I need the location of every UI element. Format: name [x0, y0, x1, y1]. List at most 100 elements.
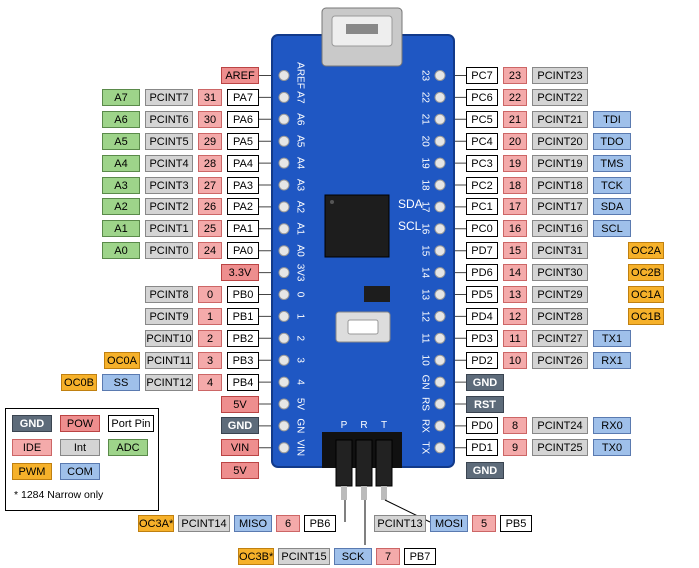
left-label-pb1-0: PCINT9: [145, 307, 193, 325]
left-label-pb2-0: PCINT10: [145, 329, 193, 347]
header-pin: [278, 91, 290, 103]
right-label-pd1-1: 9: [503, 439, 527, 457]
left-label-pa7-3: PA7: [227, 88, 259, 106]
bottom-row1-left-2: MISO: [234, 515, 272, 532]
mcu-chip: [324, 194, 390, 258]
header-pin: [278, 376, 290, 388]
header-pin: [278, 223, 290, 235]
silk-right-label-11: 12: [419, 311, 430, 323]
right-label-pc4-2: PCINT20: [532, 132, 588, 150]
bottom-row2-0: OC3B*: [238, 548, 274, 565]
silk-scl: SCL: [398, 219, 422, 233]
right-label-pc3-3: TMS: [593, 154, 631, 172]
bottom-row1-right-3: PB5: [500, 515, 532, 532]
silk-icsp-1: R: [360, 420, 367, 431]
bottom-row2-4: PB7: [404, 548, 436, 565]
silk-sda: SDA: [398, 197, 423, 211]
right-label-pc5-1: 21: [503, 110, 527, 128]
silk-left-label-15: 5V: [294, 398, 305, 411]
left-label-pb2-2: PB2: [227, 329, 259, 347]
left-label-pa1-3: PA1: [227, 220, 259, 238]
right-label-pd6-1: 14: [503, 264, 527, 282]
header-pins: [278, 70, 446, 454]
left-label-pa3-0: A3: [102, 176, 140, 194]
left-label-pb0-0: PCINT8: [145, 286, 193, 303]
silk-left-label-3: A5: [294, 135, 305, 148]
header-pin: [434, 245, 446, 257]
left-label-vin-0: VIN: [221, 439, 259, 457]
header-pin: [434, 354, 446, 366]
silk-left-label-5: A3: [294, 179, 305, 192]
bottom-row1-left-0: OC3A*: [138, 515, 174, 532]
right-label-pc3-1: 19: [503, 154, 527, 172]
silk-right-label-15: RS: [419, 397, 430, 411]
left-label-pa4-2: 28: [198, 154, 222, 172]
legend-item-com: COM: [60, 463, 100, 480]
right-label-pd2-0: PD2: [466, 351, 498, 369]
silk-left-label-9: 3V3: [294, 264, 305, 282]
right-label-pd1-3: TX0: [593, 439, 631, 457]
right-label-pc4-0: PC4: [466, 132, 498, 150]
bottom-row2-1: PCINT15: [278, 548, 330, 565]
right-label-pc7-1: 23: [503, 67, 527, 84]
header-pin: [278, 442, 290, 454]
right-label-pc3-2: PCINT19: [532, 154, 588, 172]
header-pin: [434, 201, 446, 213]
bottom-row1-left-3: 6: [276, 515, 300, 532]
header-pin: [278, 179, 290, 191]
silk-icsp-2: T: [381, 420, 387, 431]
bottom-row1-right-0: PCINT13: [374, 515, 426, 532]
right-label-pc0-0: PC0: [466, 220, 498, 238]
silk-left-label-1: A7: [294, 91, 305, 104]
reset-button: [335, 311, 391, 343]
right-label-pc2-2: PCINT18: [532, 176, 588, 194]
right-label-pd1-0: PD1: [466, 439, 498, 457]
left-label-pa6-2: 30: [198, 110, 222, 128]
right-label-pd7-1: 15: [503, 242, 527, 260]
left-label-pb1-1: 1: [198, 307, 222, 325]
right-label-pc1-1: 17: [503, 198, 527, 216]
regulator: [364, 286, 390, 302]
header-pin: [278, 332, 290, 344]
right-label-pd0-3: RX0: [593, 417, 631, 435]
right-label-pc5-0: PC5: [466, 110, 498, 128]
header-pin: [434, 91, 446, 103]
header-pin: [278, 289, 290, 300]
header-pin: [434, 398, 446, 410]
left-label-pb3-1: PCINT11: [145, 351, 193, 369]
legend-item-num: IDE: [12, 439, 52, 456]
silk-right-label-2: 21: [419, 114, 430, 126]
right-label-pd0-2: PCINT24: [532, 417, 588, 435]
right-label-pc0-3: SCL: [593, 220, 631, 238]
right-label-pd6-0: PD6: [466, 264, 498, 282]
left-label-pa1-2: 25: [198, 220, 222, 238]
right-label-pc1-3: SDA: [593, 198, 631, 216]
right-label-pc4-3: TDO: [593, 132, 631, 150]
right-label-pc1-0: PC1: [466, 198, 498, 216]
left-label-pa6-1: PCINT6: [145, 110, 193, 128]
right-label-pd3-0: PD3: [466, 329, 498, 347]
header-pin: [278, 267, 290, 279]
silk-right-label-6: 17: [419, 201, 430, 213]
silk-right-label-1: 22: [419, 92, 430, 104]
legend-item-pin: Port Pin: [108, 415, 154, 432]
left-label-pa2-2: 26: [198, 198, 222, 216]
left-label-pa7-2: 31: [198, 88, 222, 106]
silk-right-label-12: 11: [419, 333, 430, 344]
header-pin: [278, 310, 290, 322]
right-label-pc5-2: PCINT21: [532, 110, 588, 128]
right-label-pc6-0: PC6: [466, 88, 498, 106]
header-pin: [434, 442, 446, 454]
left-label-pa7-1: PCINT7: [145, 88, 193, 106]
left-label-pa0-3: PA0: [227, 242, 259, 260]
header-pin: [434, 267, 446, 279]
right-label-pc1-2: PCINT17: [532, 198, 588, 216]
right-label-pd6-4: OC2B: [628, 264, 664, 282]
left-label-pa0-1: PCINT0: [145, 242, 193, 260]
right-label-pd4-2: PCINT28: [532, 307, 588, 325]
silk-right-label-5: 18: [419, 179, 430, 191]
silk-left-label-2: A6: [294, 113, 305, 126]
bottom-row1-right-1: MOSI: [430, 515, 468, 532]
